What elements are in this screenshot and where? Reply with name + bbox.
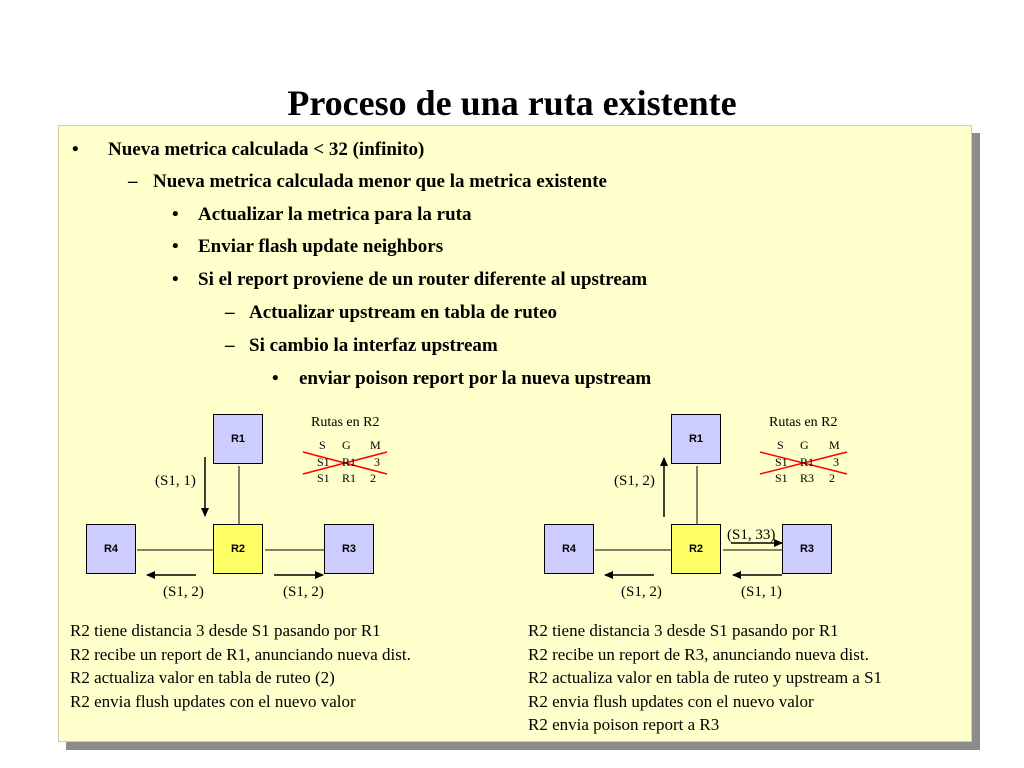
- dash-marker: –: [225, 302, 235, 323]
- router-r1: R1: [213, 414, 263, 464]
- table-cell-old: R1: [342, 455, 357, 469]
- update-label: (S1, 2): [163, 584, 204, 600]
- content-panel: [58, 125, 972, 742]
- bullet-item: Si cambio la interfaz upstream: [249, 335, 498, 356]
- table-header-m: M: [829, 438, 840, 452]
- update-label: (S1, 2): [283, 584, 324, 600]
- table-cell-new: 2: [829, 471, 835, 485]
- bullet-marker: •: [72, 139, 79, 160]
- update-label: (S1, 2): [614, 473, 655, 489]
- router-r3: R3: [324, 524, 374, 574]
- table-header-s: S: [777, 438, 784, 452]
- description-left: R2 tiene distancia 3 desde S1 pasando po…: [70, 619, 411, 713]
- report-label: (S1, 1): [741, 584, 782, 600]
- router-r4: R4: [544, 524, 594, 574]
- router-r2: R2: [671, 524, 721, 574]
- table-cell-old: 3: [374, 455, 380, 469]
- bullet-item: Enviar flash update neighbors: [198, 236, 444, 257]
- routing-table-title: Rutas en R2: [311, 415, 380, 430]
- table-header-g: G: [800, 438, 809, 452]
- strike-line-2: [759, 451, 848, 475]
- update-label: (S1, 2): [621, 584, 662, 600]
- router-r4: R4: [86, 524, 136, 574]
- bullet-marker: •: [272, 368, 279, 389]
- bullet-item: enviar poison report por la nueva upstre…: [299, 368, 652, 389]
- table-header-s: S: [319, 438, 326, 452]
- slide-title: Proceso de una ruta existente: [287, 83, 737, 123]
- description-line: R2 actualiza valor en tabla de ruteo y u…: [528, 668, 883, 687]
- bullet-item: Actualizar la metrica para la ruta: [198, 204, 472, 225]
- router-r1: R1: [671, 414, 721, 464]
- table-cell-old: 3: [833, 455, 839, 469]
- description-line: R2 envia flush updates con el nuevo valo…: [528, 691, 814, 711]
- description-line: R2 envia flush updates con el nuevo valo…: [70, 691, 356, 711]
- table-cell-new: 2: [370, 471, 376, 485]
- table-cell-new: R1: [342, 471, 357, 485]
- report-label: (S1, 1): [155, 473, 196, 489]
- table-cell-old: S1: [317, 455, 330, 469]
- table-cell-new: S1: [317, 471, 330, 485]
- table-cell-new: R3: [800, 471, 815, 485]
- dash-marker: –: [128, 171, 138, 192]
- router-r3: R3: [782, 524, 832, 574]
- bullet-marker: •: [172, 204, 179, 225]
- routing-table-title: Rutas en R2: [769, 415, 838, 430]
- bullet-item: Nueva metrica calculada < 32 (infinito): [108, 139, 425, 160]
- description-line: R2 actualiza valor en tabla de ruteo (2): [70, 668, 335, 687]
- bullet-item: Actualizar upstream en tabla de ruteo: [249, 302, 558, 323]
- description-line: R2 tiene distancia 3 desde S1 pasando po…: [70, 621, 381, 640]
- router-r2: R2: [213, 524, 263, 574]
- description-right: R2 tiene distancia 3 desde S1 pasando po…: [528, 619, 882, 737]
- bullet-item: Si el report proviene de un router difer…: [198, 269, 648, 290]
- table-header-g: G: [342, 438, 351, 452]
- dash-marker: –: [225, 335, 235, 356]
- table-header-m: M: [370, 438, 381, 452]
- table-cell-new: S1: [775, 471, 788, 485]
- strike-line-2: [302, 451, 388, 475]
- description-line: R2 tiene distancia 3 desde S1 pasando po…: [528, 621, 839, 640]
- bullet-marker: •: [172, 269, 179, 290]
- bullet-item: Nueva metrica calculada menor que la met…: [153, 171, 607, 192]
- poison-label: (S1, 33): [727, 527, 776, 543]
- description-line: R2 recibe un report de R1, anunciando nu…: [70, 644, 411, 664]
- table-cell-old: S1: [775, 455, 788, 469]
- bullet-marker: •: [172, 236, 179, 257]
- description-line: R2 recibe un report de R3, anunciando nu…: [528, 644, 869, 664]
- description-line: R2 envia poison report a R3: [528, 715, 720, 734]
- table-cell-old: R1: [800, 455, 815, 469]
